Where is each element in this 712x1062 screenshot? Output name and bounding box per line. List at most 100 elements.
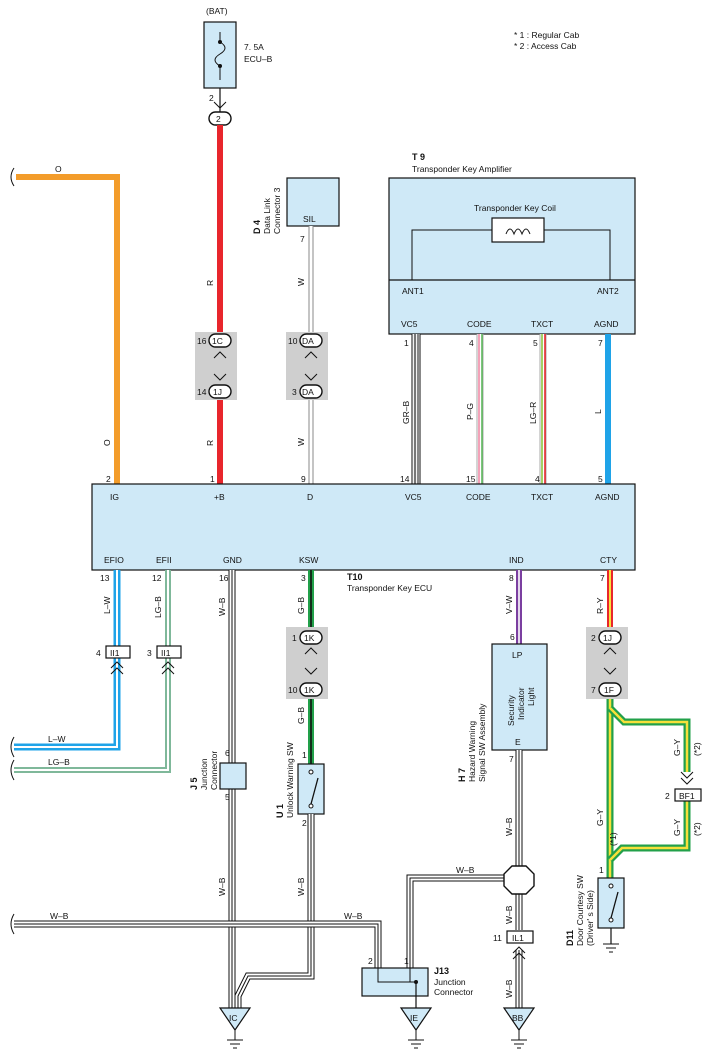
coil-box: [491, 217, 545, 243]
u1-name: Unlock Warning SW: [285, 742, 295, 818]
h7-e: E: [515, 737, 521, 747]
coil-icon: [505, 228, 531, 236]
j5-code: J 5: [189, 777, 199, 790]
wire-w-label-2: W: [296, 438, 306, 446]
ground-ic-label: IC: [229, 1013, 238, 1023]
j5-name-1: Junction: [199, 758, 209, 790]
connector-2-label: 2: [216, 114, 221, 124]
wire-l-w-label-v: L–W: [102, 597, 112, 614]
amplifier-code: T 9: [412, 152, 425, 162]
pin-1-1k: 1: [292, 633, 297, 643]
wire-gr-b-label: GR–B: [401, 401, 411, 424]
wire-w-b-label-1: W–B: [217, 597, 227, 616]
connector-ii1-a-label: II1: [110, 648, 120, 658]
wire-o-label-2: O: [102, 439, 112, 446]
ecu-pin-agnd: AGND: [595, 492, 620, 502]
h7-pin-7: 7: [509, 754, 514, 764]
amp-pin-num-5: 5: [533, 338, 538, 348]
star1-label: (*1): [608, 832, 618, 846]
amp-pin-num-7: 7: [598, 338, 603, 348]
connector-1f-label: 1F: [604, 685, 614, 695]
ground-ic-triangle: [218, 1007, 252, 1032]
shield-wires: [411, 334, 611, 484]
connector-da-pill-top: [299, 333, 323, 348]
wire-w-b-label-7: W–B: [504, 817, 514, 836]
j5-pin-5: 5: [225, 792, 230, 802]
wire-l-w-stripe: [14, 570, 118, 748]
connector-1k-pill-top: [299, 630, 323, 645]
connector-bf1: [674, 788, 702, 802]
amp-pin-num-1: 1: [404, 338, 409, 348]
j5-box: [219, 762, 247, 790]
j13-pin-1: 1: [404, 956, 409, 966]
dlc-name-2: Connector 3: [272, 187, 282, 234]
pin-10-da: 10: [288, 336, 298, 346]
ecu-bottom-num-7: 7: [600, 573, 605, 583]
ecu-pin-num-vc5: 14: [400, 474, 410, 484]
dlc-box: [286, 177, 340, 227]
wire-w-b-splice: [406, 874, 506, 968]
u1-code: U 1: [275, 804, 285, 818]
ecu-pin-txct: TXCT: [531, 492, 553, 502]
j13-pin-2: 2: [368, 956, 373, 966]
ecu-pin-num-d: 9: [301, 474, 306, 484]
ecu-pin-code: CODE: [466, 492, 491, 502]
connector-1j-pill-b: [598, 630, 622, 645]
fuse-pin: 2: [209, 93, 214, 103]
fuse-name: ECU–B: [244, 54, 273, 64]
ecu-pin-ind: IND: [509, 555, 524, 565]
wire-break-icon: [10, 167, 15, 187]
wire-lg-b-label-v: LG–B: [153, 596, 163, 618]
wire-r-y-label: R–Y: [595, 597, 605, 614]
u1-pin-1: 1: [302, 750, 307, 760]
connector-1k-pill-bottom: [299, 682, 323, 697]
ecu-pin-num-code: 15: [466, 474, 476, 484]
pin-3-ii1: 3: [147, 648, 152, 658]
connector-da-pill-bottom: [299, 384, 323, 399]
pin-3-da: 3: [292, 387, 297, 397]
ecu-pin-efio: EFIO: [104, 555, 124, 565]
amp-pin-code: CODE: [467, 319, 492, 329]
ecu-bottom-num-8: 8: [509, 573, 514, 583]
wire-o: [16, 174, 120, 484]
connector-1f-pill: [598, 682, 622, 697]
amp-ant1: ANT1: [402, 286, 424, 296]
connector-ii1-b: [156, 645, 182, 659]
wire-u1-w-b: [234, 814, 315, 1008]
ecu-pin-efii: EFII: [156, 555, 172, 565]
h7-lp: LP: [512, 650, 523, 660]
h7-light-2: Indicator: [516, 687, 526, 720]
connector-da-label-top: DA: [302, 336, 314, 346]
wire-p-g-label: P–G: [465, 403, 475, 420]
wire-w-b-left: [14, 920, 382, 968]
wire-w-b-label-6: W–B: [456, 865, 475, 875]
ecu-bottom-num-16: 16: [219, 573, 229, 583]
ground-bb-label: BB: [512, 1013, 524, 1023]
amplifier-name: Transponder Key Amplifier: [412, 164, 512, 174]
j13-name-1: Junction: [434, 977, 466, 987]
d11-name-1: Door Courtesy SW: [575, 875, 585, 946]
dlc-code: D 4: [252, 220, 262, 234]
h7-light-1: Security: [506, 695, 516, 726]
wire-r-label: R: [205, 280, 215, 286]
connector-il1-label: IL1: [512, 933, 524, 943]
pin-10-1k: 10: [288, 685, 298, 695]
j5-pin-6: 6: [225, 748, 230, 758]
wire-v-w-label: V–W: [504, 596, 514, 614]
wire-w-b-label-4: W–B: [50, 911, 69, 921]
wire-lg-r-label: LG–R: [528, 402, 538, 424]
amp-pin-vc5: VC5: [401, 319, 418, 329]
connector-1c-label: 1C: [212, 336, 223, 346]
dlc-name-1: Data Link: [262, 197, 272, 234]
wire-g-y-label-1: G–Y: [595, 809, 605, 826]
dlc-pin-sil: SIL: [303, 214, 316, 224]
connector-1j-pill: [208, 384, 232, 399]
ecu-bottom-num-3: 3: [301, 573, 306, 583]
pin-11-il1: 11: [493, 933, 502, 943]
connector-1j-label: 1J: [213, 387, 222, 397]
d11-switch-icon: [610, 891, 619, 919]
ecu-pin-d: D: [307, 492, 313, 502]
connector-bf1-label: BF1: [679, 791, 695, 801]
j5-name-2: Connector: [209, 751, 219, 790]
